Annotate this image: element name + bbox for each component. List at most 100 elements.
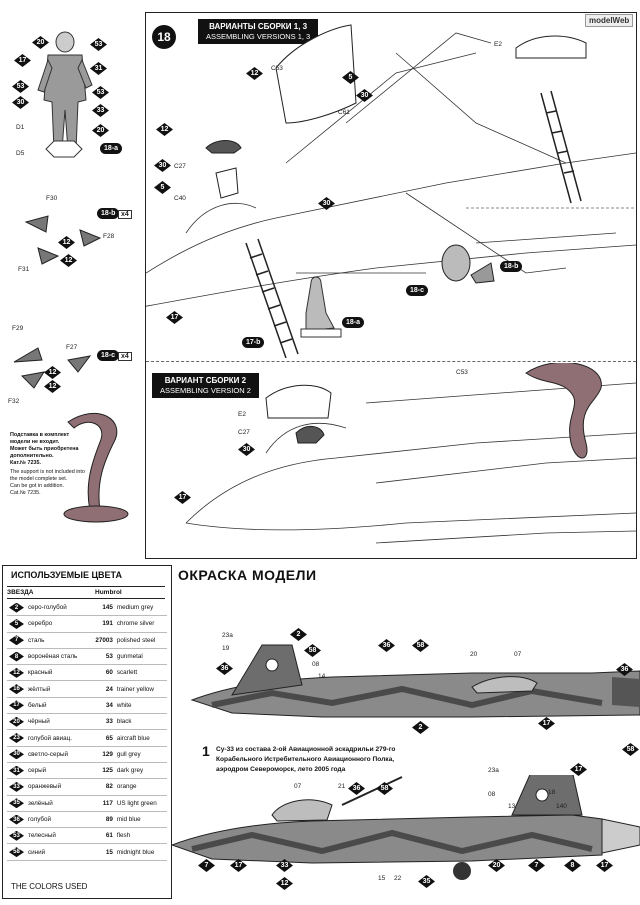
step-18-panel: 18 ВАРИАНТЫ СБОРКИ 1, 3 ASSEMBLING VERSI… [145, 12, 637, 559]
callout-badge: 30 [238, 443, 255, 456]
color-name-en: polished steel [114, 632, 167, 649]
caption-line: аэродром Североморск, лето 2005 года [216, 766, 346, 773]
callout-badge: 31 [90, 62, 107, 75]
header-ru: ВАРИАНТЫ СБОРКИ 1, 3 [209, 22, 308, 31]
note-line: Cat.№ 7235. [10, 490, 41, 496]
callout-19: 19 [222, 645, 230, 652]
part-e2: E2 [238, 411, 246, 418]
humbrol-number: 65 [89, 729, 115, 747]
color-name-en: flesh [114, 827, 167, 845]
part-c53: C53 [271, 65, 283, 72]
color-name-en: dark grey [114, 762, 167, 780]
color-number: 31 [9, 765, 24, 776]
color-name-ru: сталь [26, 632, 90, 649]
color-name-ru: светло-серый [26, 746, 90, 763]
callout-badge: 12 [44, 366, 61, 379]
aircraft-version2-drawing [185, 363, 636, 544]
callout-18c: 18-c [406, 285, 429, 296]
part-f31: F31 [18, 266, 30, 273]
color-number: 16 [9, 684, 24, 695]
stand-note-ru: Подставка в комплект модели не входит. М… [10, 432, 90, 467]
callout-badge: 20 [92, 124, 109, 137]
color-name-ru: белый [26, 697, 90, 715]
color-name-en: gunmetal [114, 648, 167, 666]
callout-07: 07 [294, 783, 302, 790]
color-number: 17 [9, 700, 24, 711]
callout-07: 07 [514, 651, 522, 658]
display-stand [63, 412, 129, 523]
callout-badge: 30 [356, 89, 373, 102]
part-c40: C40 [174, 195, 186, 202]
callout-badge: 2 [290, 628, 307, 641]
callout-badge: 12 [60, 254, 77, 267]
pilot-figure [37, 31, 93, 151]
callout-badge: 12 [156, 123, 173, 136]
color-number: 7 [9, 635, 24, 646]
callout-badge: 5 [342, 71, 359, 84]
callout-badge: 58 [304, 644, 321, 657]
antenna-parts-18c [13, 347, 92, 389]
callout-badge: 17 [166, 311, 183, 324]
header-en: ASSEMBLING VERSION 2 [160, 386, 251, 395]
versions-1-3-header: ВАРИАНТЫ СБОРКИ 1, 3 ASSEMBLING VERSIONS… [198, 19, 319, 45]
color-name-en: aircraft blue [114, 729, 167, 747]
note-line: Может быть приобретена [10, 446, 79, 452]
color-name-en: trainer yellow [114, 680, 167, 698]
callout-18c: 18-c [97, 350, 120, 361]
col-star: ЗВЕЗДА [7, 589, 34, 596]
callout-badge: 17 [596, 859, 613, 872]
caption-line: Су-33 из состава 2-ой Авиационной эскадр… [216, 746, 396, 753]
color-number: 8 [9, 651, 24, 662]
humbrol-number: 82 [89, 778, 115, 796]
callout-badge: 35 [418, 875, 435, 888]
note-line: Can be got in addition. [10, 483, 64, 489]
color-name-ru: жёлтый [26, 680, 90, 698]
part-f30: F30 [46, 195, 58, 202]
color-name-ru: воронёная сталь [26, 648, 90, 666]
color-name-ru: голубой авиац. [26, 729, 90, 747]
callout-badge: 36 [216, 662, 233, 675]
color-name-en: white [114, 697, 167, 715]
note-line: модели не входит. [10, 439, 60, 445]
part-c27: C27 [238, 429, 250, 436]
callout-badge: 58 [412, 639, 429, 652]
aircraft-top-drawing [146, 24, 636, 358]
callout-badge: 12 [246, 67, 263, 80]
color-name-en: chrome silver [114, 615, 167, 633]
callout-badge: 53 [92, 86, 109, 99]
callout-badge: 17 [230, 859, 247, 872]
humbrol-number: 191 [89, 615, 115, 633]
aircraft-side-view [190, 644, 640, 718]
humbrol-number: 129 [89, 746, 115, 763]
color-number: 53 [9, 830, 24, 841]
humbrol-number: 145 [89, 600, 115, 617]
callout-badge: 8 [564, 859, 581, 872]
color-name-ru: серебро [26, 615, 90, 633]
color-name-en: medium grey [114, 600, 167, 617]
humbrol-number: 117 [89, 795, 115, 812]
callout-badge: 12 [276, 877, 293, 890]
humbrol-number: 15 [89, 843, 115, 861]
part-f27: F27 [66, 344, 78, 351]
callout-13: 13 [508, 803, 516, 810]
col-humbrol: Humbrol [95, 589, 122, 596]
color-name-en: mid blue [114, 811, 167, 829]
caption-line: Корабельного Истребительного Авиационног… [216, 756, 395, 763]
color-number: 35 [9, 798, 24, 809]
callout-badge: 58 [622, 743, 639, 756]
note-line: the model complete set. [10, 476, 68, 482]
color-name-en: US light green [114, 795, 167, 812]
callout-badge: 20 [488, 859, 505, 872]
humbrol-number: 53 [89, 648, 115, 666]
part-f28: F28 [103, 233, 115, 240]
color-name-en: gull grey [114, 746, 167, 763]
